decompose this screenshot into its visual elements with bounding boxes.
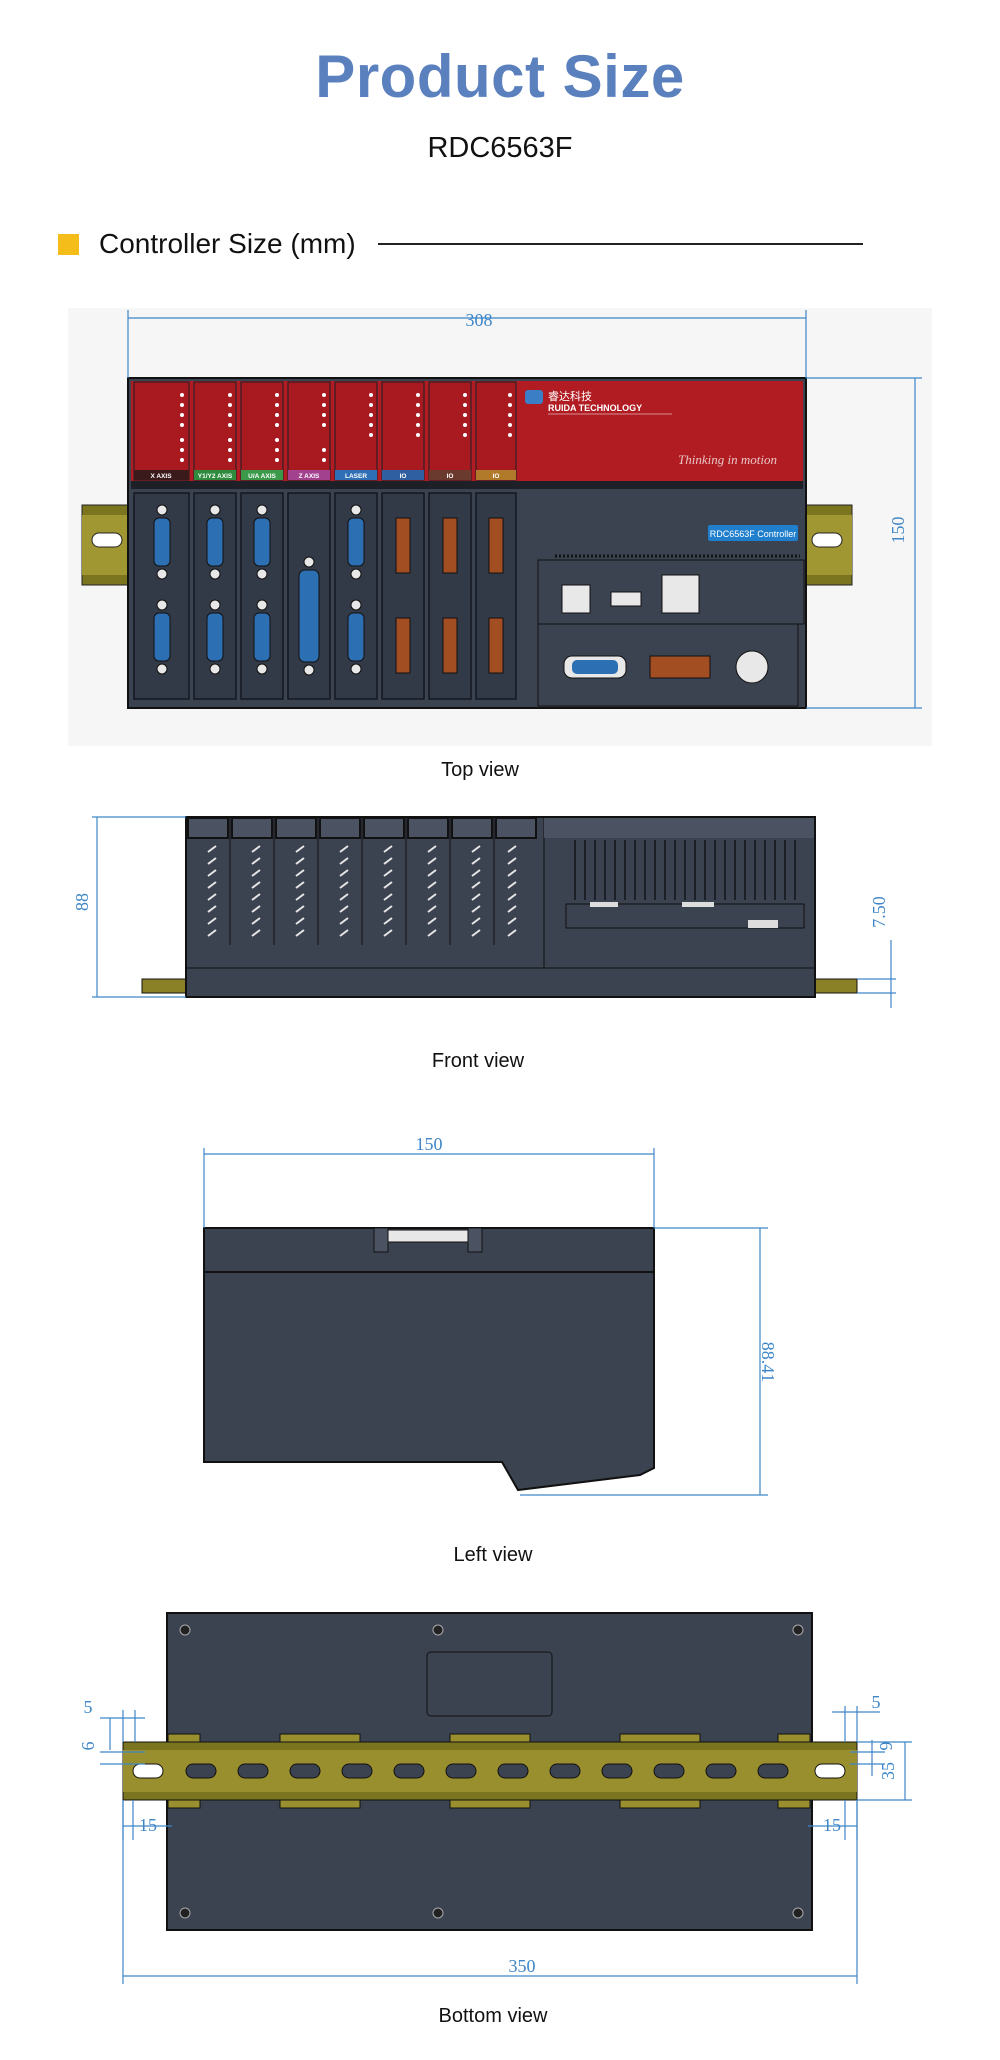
model-badge-text: RDC6563F Controller bbox=[710, 529, 797, 539]
ruida-logo-icon bbox=[525, 390, 543, 404]
dim-rail-front: 7.50 bbox=[869, 896, 889, 928]
slogan: Thinking in motion bbox=[678, 452, 777, 467]
caption-front-view: Front view bbox=[431, 1050, 525, 1072]
section-marker-icon bbox=[58, 233, 79, 255]
top-view-svg: X AXIS Y1/Y2 AXIS U/A AXIS Z AXIS LASER IO IO I… bbox=[81, 310, 922, 709]
section-title: Controller Size (mm) bbox=[99, 228, 356, 259]
ethernet-port-icon bbox=[561, 584, 591, 614]
dim-right-top: 5 bbox=[872, 1692, 881, 1712]
caption-bottom-view: Bottom view bbox=[438, 2005, 548, 2027]
module-label: IO bbox=[447, 473, 454, 480]
dim-left-gap: 6 bbox=[78, 1742, 98, 1751]
rail-slots bbox=[132, 1763, 846, 1779]
module-label: LASER bbox=[345, 473, 367, 480]
led-dots bbox=[180, 393, 512, 462]
module-label: IO bbox=[400, 473, 407, 480]
usb-b-port-icon bbox=[661, 574, 700, 614]
dim-right-bottom: 15 bbox=[823, 1815, 841, 1835]
brand-cn: 睿达科技 bbox=[548, 389, 592, 403]
page-title: Product Size bbox=[315, 43, 685, 110]
usb-port-icon bbox=[610, 591, 642, 607]
bottom-view-svg: 350 35 5 6 15 5 6 15 bbox=[78, 1612, 912, 1984]
module-label: IO bbox=[493, 473, 500, 480]
dim-height-top: 150 bbox=[888, 517, 908, 544]
model-badge bbox=[708, 525, 798, 541]
module-label: Z AXIS bbox=[299, 473, 320, 480]
dim-rail-height: 35 bbox=[878, 1762, 898, 1780]
power-connector-icon bbox=[649, 655, 711, 679]
dim-width-left: 150 bbox=[416, 1134, 443, 1154]
brand-en: RUIDA TECHNOLOGY bbox=[548, 403, 642, 413]
module-label: X AXIS bbox=[150, 473, 172, 480]
section-header: Controller Size (mm) bbox=[58, 228, 356, 260]
model-name: RDC6563F bbox=[427, 132, 573, 164]
cooling-vents bbox=[187, 817, 537, 937]
dim-width-top: 308 bbox=[466, 310, 493, 330]
left-view-svg: 150 88.41 bbox=[203, 1134, 778, 1496]
module-labels: X AXIS Y1/Y2 AXIS U/A AXIS Z AXIS LASER IO IO I… bbox=[150, 473, 499, 480]
caption-left-view: Left view bbox=[453, 1544, 533, 1566]
section-divider bbox=[378, 243, 863, 245]
db-connectors bbox=[153, 504, 504, 676]
dim-left-top: 5 bbox=[84, 1697, 93, 1717]
module-headers bbox=[133, 381, 517, 481]
module-label: Y1/Y2 AXIS bbox=[198, 473, 233, 480]
front-view-svg: 88 7.50 bbox=[72, 816, 896, 1008]
power-switch-icon bbox=[735, 650, 769, 684]
dim-height-left: 88.41 bbox=[758, 1342, 778, 1383]
dim-height-front: 88 bbox=[72, 893, 92, 911]
dim-right-gap: 6 bbox=[876, 1742, 896, 1751]
caption-top-view: Top view bbox=[441, 759, 519, 781]
module-label: U/A AXIS bbox=[248, 473, 276, 480]
dim-left-bottom: 15 bbox=[139, 1815, 157, 1835]
dim-length-bottom: 350 bbox=[509, 1956, 536, 1976]
